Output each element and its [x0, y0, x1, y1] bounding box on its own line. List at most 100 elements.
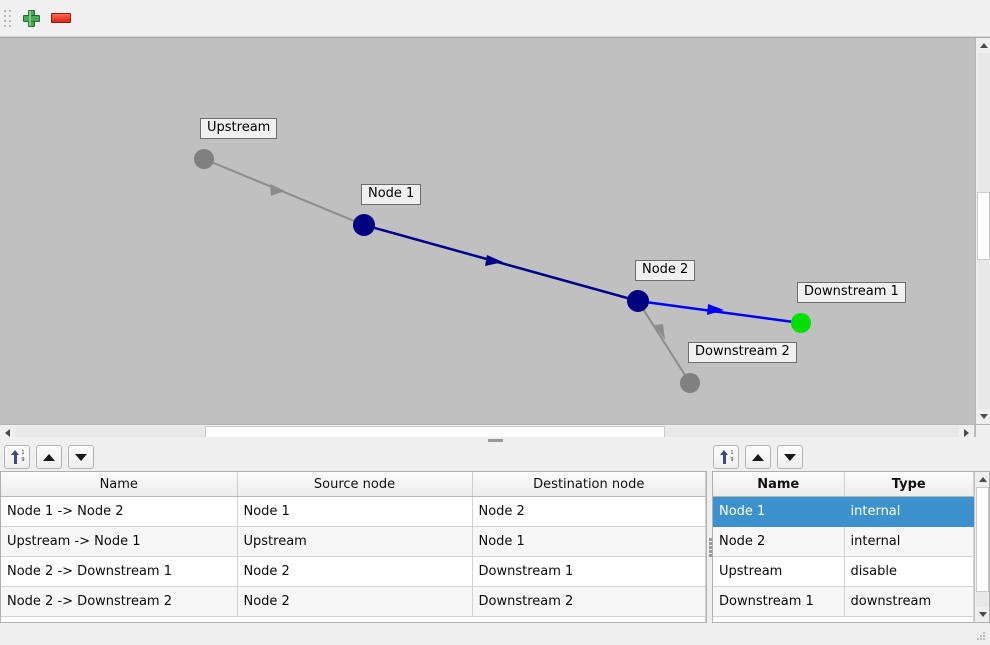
table-row[interactable]: Node 1 -> Node 2 Node 1 Node 2 [1, 496, 706, 527]
nodes-table-scrollbar[interactable] [974, 472, 989, 622]
nodes-scroll-down-button[interactable] [975, 607, 989, 622]
edges-panel-toolbar: 1 9 [4, 443, 94, 471]
graph-node-label-downstream2[interactable]: Downstream 2 [688, 342, 797, 363]
remove-button[interactable] [46, 3, 76, 33]
edges-cell-destination[interactable]: Node 2 [472, 496, 706, 527]
graph-edge-node2-downstream2[interactable] [637, 300, 691, 384]
table-row[interactable]: Upstream disable [713, 556, 974, 587]
minus-icon [51, 13, 71, 23]
edges-cell-destination[interactable]: Downstream 2 [472, 586, 706, 617]
scroll-left-button[interactable] [0, 425, 15, 440]
chevron-up-icon [978, 477, 987, 482]
graph-node-label-node1[interactable]: Node 1 [361, 184, 422, 205]
resize-grip-icon[interactable] [976, 631, 988, 643]
graph-node-downstream2[interactable] [680, 373, 700, 393]
horizontal-splitter[interactable] [0, 437, 990, 443]
canvas-horizontal-scrollbar[interactable] [0, 424, 974, 440]
table-row[interactable]: Downstream 1 downstream [713, 586, 974, 617]
graph-node-node2[interactable] [627, 290, 649, 312]
nodes-empty-cell [713, 616, 974, 622]
edges-cell-destination[interactable]: Node 1 [472, 526, 706, 557]
edges-sort-button[interactable]: 1 9 [4, 445, 30, 469]
chevron-down-icon [979, 414, 988, 419]
edges-empty-row [1, 616, 706, 622]
nodes-move-up-button[interactable] [745, 445, 771, 469]
chevron-left-icon [5, 428, 10, 437]
edges-cell-source[interactable]: Node 1 [237, 496, 473, 527]
nodes-sort-button[interactable]: 1 9 [713, 445, 739, 469]
table-row[interactable]: Node 2 internal [713, 526, 974, 557]
nodes-table[interactable]: Name Type Node 1 internal Node 2 interna… [712, 471, 990, 623]
triangle-up-icon [752, 453, 764, 461]
nodes-column-header-type[interactable]: Type [844, 472, 974, 497]
edges-cell-name[interactable]: Node 2 -> Downstream 2 [1, 586, 238, 617]
nodes-grid: Name Type Node 1 internal Node 2 interna… [713, 472, 974, 622]
edges-cell-name[interactable]: Node 1 -> Node 2 [1, 496, 238, 527]
triangle-up-icon [43, 453, 55, 461]
graph-node-upstream[interactable] [194, 149, 214, 169]
graph-node-label-node2[interactable]: Node 2 [635, 260, 696, 281]
nodes-cell-type[interactable]: internal [844, 496, 974, 527]
nodes-header-row: Name Type [713, 472, 974, 497]
edges-cell-destination[interactable]: Downstream 1 [472, 556, 706, 587]
edges-column-header-name[interactable]: Name [1, 472, 238, 497]
edges-column-header-source[interactable]: Source node [237, 472, 473, 497]
canvas-vertical-scrollbar[interactable] [975, 38, 990, 424]
graph-node-label-downstream1[interactable]: Downstream 1 [797, 282, 906, 303]
scroll-right-button[interactable] [959, 425, 974, 440]
nodes-cell-type[interactable]: internal [844, 526, 974, 557]
graph-edge-node1-node2[interactable] [363, 223, 639, 303]
main-toolbar [0, 0, 990, 37]
splitter-grip-icon [487, 438, 503, 442]
edges-header-row: Name Source node Destination node [1, 472, 706, 497]
nodes-cell-type[interactable]: disable [844, 556, 974, 587]
edges-move-up-button[interactable] [36, 445, 62, 469]
graph-panel: Upstream Node 1 Node 2 Downstream 1 Down… [0, 37, 990, 440]
triangle-down-icon [75, 453, 87, 461]
vertical-splitter[interactable] [707, 471, 713, 623]
edges-column-header-destination[interactable]: Destination node [472, 472, 706, 497]
graph-node-node1[interactable] [353, 214, 375, 236]
nodes-cell-type[interactable]: downstream [844, 586, 974, 617]
chevron-up-icon [979, 43, 988, 48]
chevron-right-icon [964, 428, 969, 437]
toolbar-drag-handle-icon[interactable] [3, 7, 12, 29]
scroll-up-button[interactable] [976, 38, 990, 53]
scroll-down-button[interactable] [976, 409, 990, 424]
edges-cell-source[interactable]: Node 2 [237, 556, 473, 587]
sort-icon: 1 9 [10, 449, 25, 465]
nodes-move-down-button[interactable] [777, 445, 803, 469]
nodes-cell-name[interactable]: Downstream 1 [713, 586, 845, 617]
nodes-scroll-thumb[interactable] [976, 487, 989, 592]
edges-cell-name[interactable]: Upstream -> Node 1 [1, 526, 238, 557]
graph-node-label-upstream[interactable]: Upstream [200, 118, 278, 139]
graph-node-downstream1[interactable] [791, 313, 811, 333]
nodes-panel-toolbar: 1 9 [713, 443, 803, 471]
splitter-grip-icon [708, 537, 712, 557]
edges-cell-source[interactable]: Upstream [237, 526, 473, 557]
nodes-cell-name[interactable]: Node 2 [713, 526, 845, 557]
plus-icon [22, 9, 40, 27]
nodes-cell-name[interactable]: Node 1 [713, 496, 845, 527]
table-row[interactable]: Node 2 -> Downstream 2 Node 2 Downstream… [1, 586, 706, 617]
add-button[interactable] [16, 3, 46, 33]
graph-svg [194, 149, 811, 393]
edges-cell-source[interactable]: Node 2 [237, 586, 473, 617]
nodes-scroll-up-button[interactable] [975, 472, 989, 487]
nodes-cell-name[interactable]: Upstream [713, 556, 845, 587]
edges-cell-name[interactable]: Node 2 -> Downstream 1 [1, 556, 238, 587]
table-row[interactable]: Node 1 internal [713, 496, 974, 527]
edges-move-down-button[interactable] [68, 445, 94, 469]
table-row[interactable]: Node 2 -> Downstream 1 Node 2 Downstream… [1, 556, 706, 587]
graph-edge-upstream-node1[interactable] [203, 158, 365, 226]
graph-edge-node2-downstream1[interactable] [637, 299, 802, 325]
chevron-down-icon [978, 612, 987, 617]
graph-canvas[interactable]: Upstream Node 1 Node 2 Downstream 1 Down… [0, 38, 974, 424]
nodes-column-header-name[interactable]: Name [713, 472, 845, 497]
sort-icon: 1 9 [719, 449, 734, 465]
edges-empty-cell [1, 616, 706, 622]
table-row[interactable]: Upstream -> Node 1 Upstream Node 1 [1, 526, 706, 557]
scroll-thumb-vertical[interactable] [977, 192, 990, 260]
edges-table[interactable]: Name Source node Destination node Node 1… [0, 471, 707, 623]
